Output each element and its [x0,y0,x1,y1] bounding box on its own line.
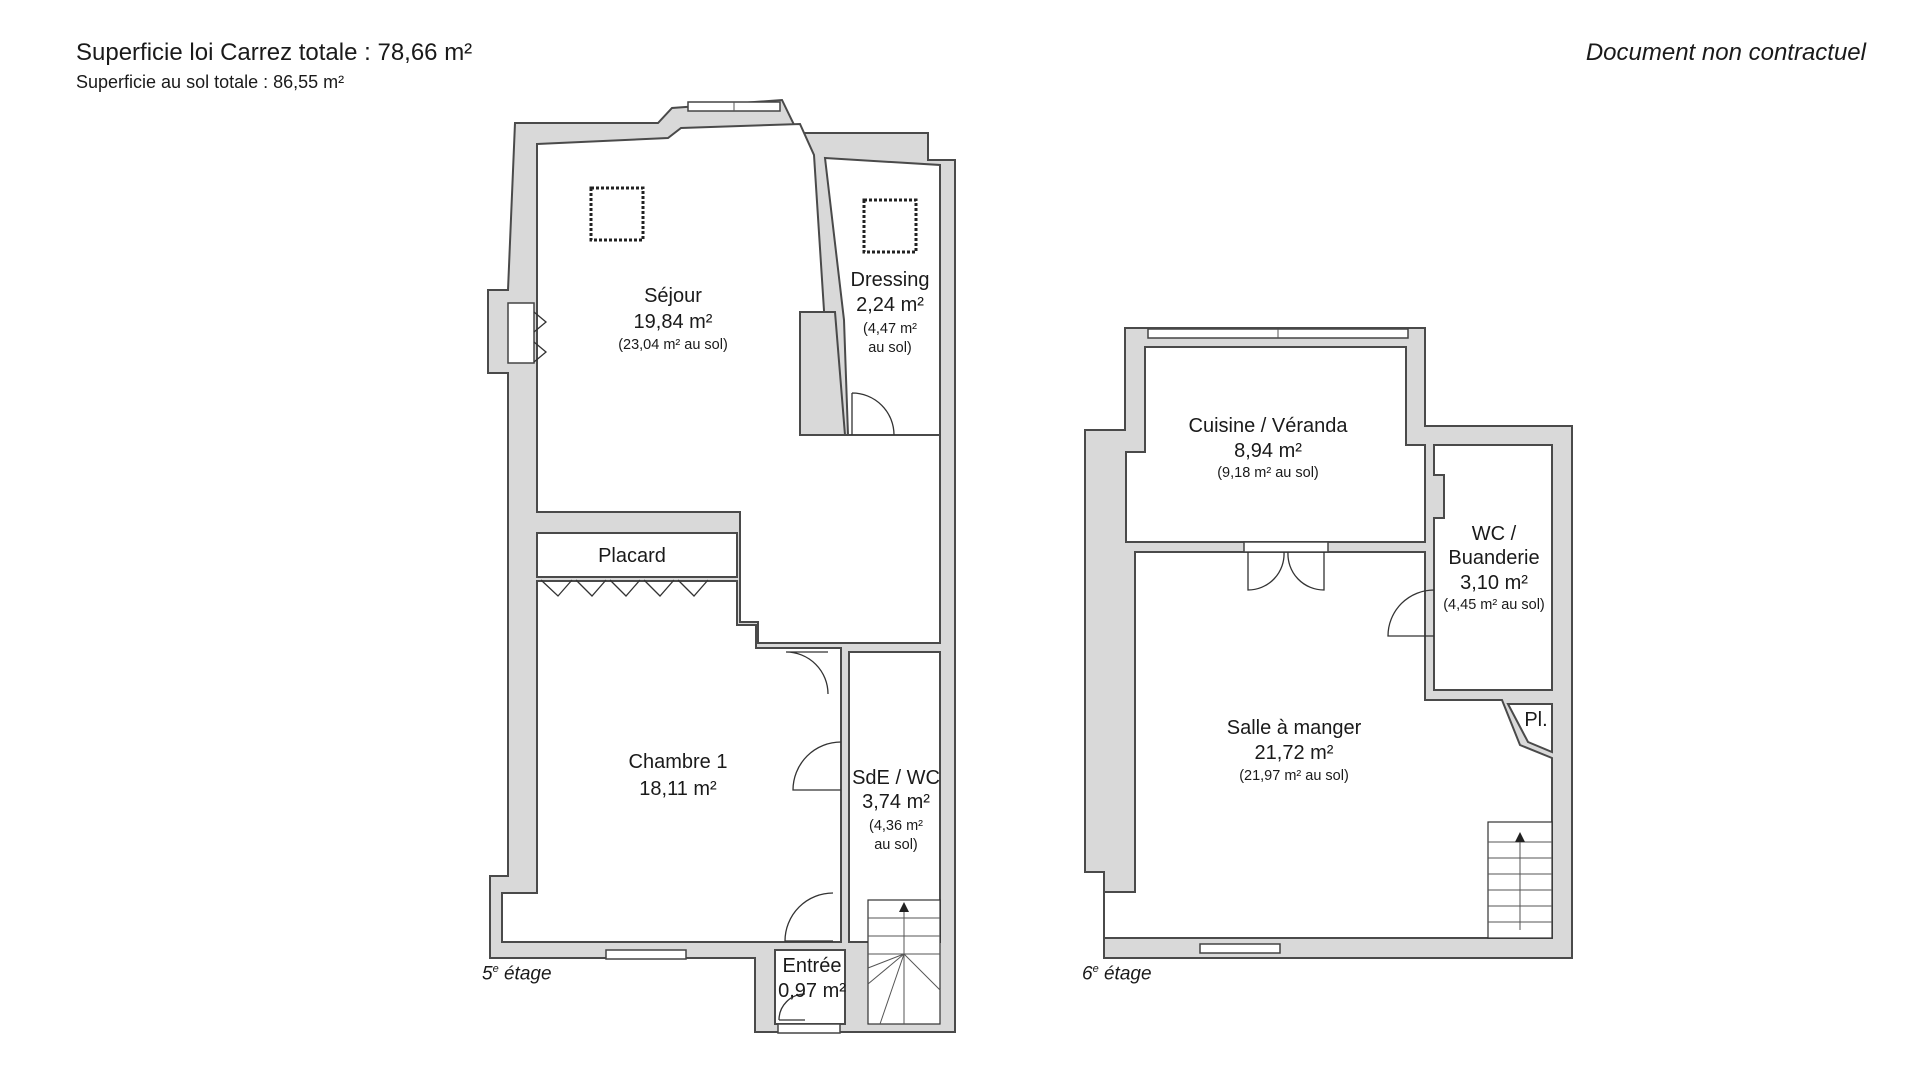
door-wc-buanderie [1387,589,1435,637]
floor-6-label: 6e étage [1082,963,1152,985]
dressing-floor-area-1: (4,47 m² [863,321,917,337]
salle-a-manger-area: 21,72 m² [1255,742,1334,764]
wc-buanderie-area: 3,10 m² [1460,572,1528,594]
door-chambre [785,651,829,695]
placard-doors [540,579,709,597]
sejour-name: Séjour [644,285,702,307]
floor-total-area: Superficie au sol totale : 86,55 m² [76,72,345,92]
wc-buanderie-floor-area: (4,45 m² au sol) [1443,597,1545,613]
room-placard-pl [1506,703,1553,754]
window [1243,541,1329,553]
entree-area: 0,97 m² [778,980,846,1002]
door-front [778,993,806,1021]
pl-name: Pl. [1524,709,1547,731]
wc-buanderie-name-2: Buanderie [1448,547,1539,569]
sejour-floor-area: (23,04 m² au sol) [618,337,728,353]
window [507,302,535,364]
room-placard [536,532,738,578]
door-entree [784,892,834,942]
sde-wc-floor-area-2: au sol) [874,837,918,853]
dressing-name: Dressing [851,269,930,291]
cuisine-area: 8,94 m² [1234,440,1302,462]
door-sde [792,741,842,791]
french-door-cuisine [1247,551,1325,591]
carrez-total-area: Superficie loi Carrez totale : 78,66 m² [76,39,473,66]
window [1199,943,1281,954]
sde-wc-name: SdE / WC [852,767,940,789]
sde-wc-floor-area-1: (4,36 m² [869,818,923,834]
room-wc-buanderie [1433,444,1553,691]
entree-name: Entrée [783,955,842,977]
room-entree [774,949,846,1025]
floor-6-plan: Cuisine / Véranda 8,94 m² (9,18 m² au so… [1084,327,1573,959]
window [605,949,687,960]
skylight [862,198,918,254]
floor-5-label: 5e étage [482,963,552,985]
door-dressing [851,392,895,436]
sde-wc-area: 3,74 m² [862,791,930,813]
room-cuisine-veranda [1125,346,1426,543]
dressing-area: 2,24 m² [856,294,924,316]
window [777,1023,841,1034]
french-window-left [533,311,548,363]
chambre-1-area: 18,11 m² [639,778,717,800]
room-sejour [536,122,941,644]
salle-a-manger-floor-area: (21,97 m² au sol) [1239,768,1349,784]
chimney-block [799,311,847,436]
cuisine-floor-area: (9,18 m² au sol) [1217,465,1319,481]
skylight [589,186,645,242]
wc-buanderie-name-1: WC / [1472,523,1517,545]
salle-a-manger-name: Salle à manger [1227,717,1362,739]
placard-name: Placard [598,545,666,567]
disclaimer: Document non contractuel [1585,39,1866,66]
chambre-1-name: Chambre 1 [629,751,728,773]
sejour-area: 19,84 m² [634,311,713,333]
room-chambre-1 [501,580,842,943]
room-salle-a-manger [1103,551,1553,939]
floor-5-plan: Séjour 19,84 m² (23,04 m² au sol) Dressi… [487,98,956,1034]
cuisine-name: Cuisine / Véranda [1189,415,1349,437]
dressing-floor-area-2: au sol) [868,340,912,356]
